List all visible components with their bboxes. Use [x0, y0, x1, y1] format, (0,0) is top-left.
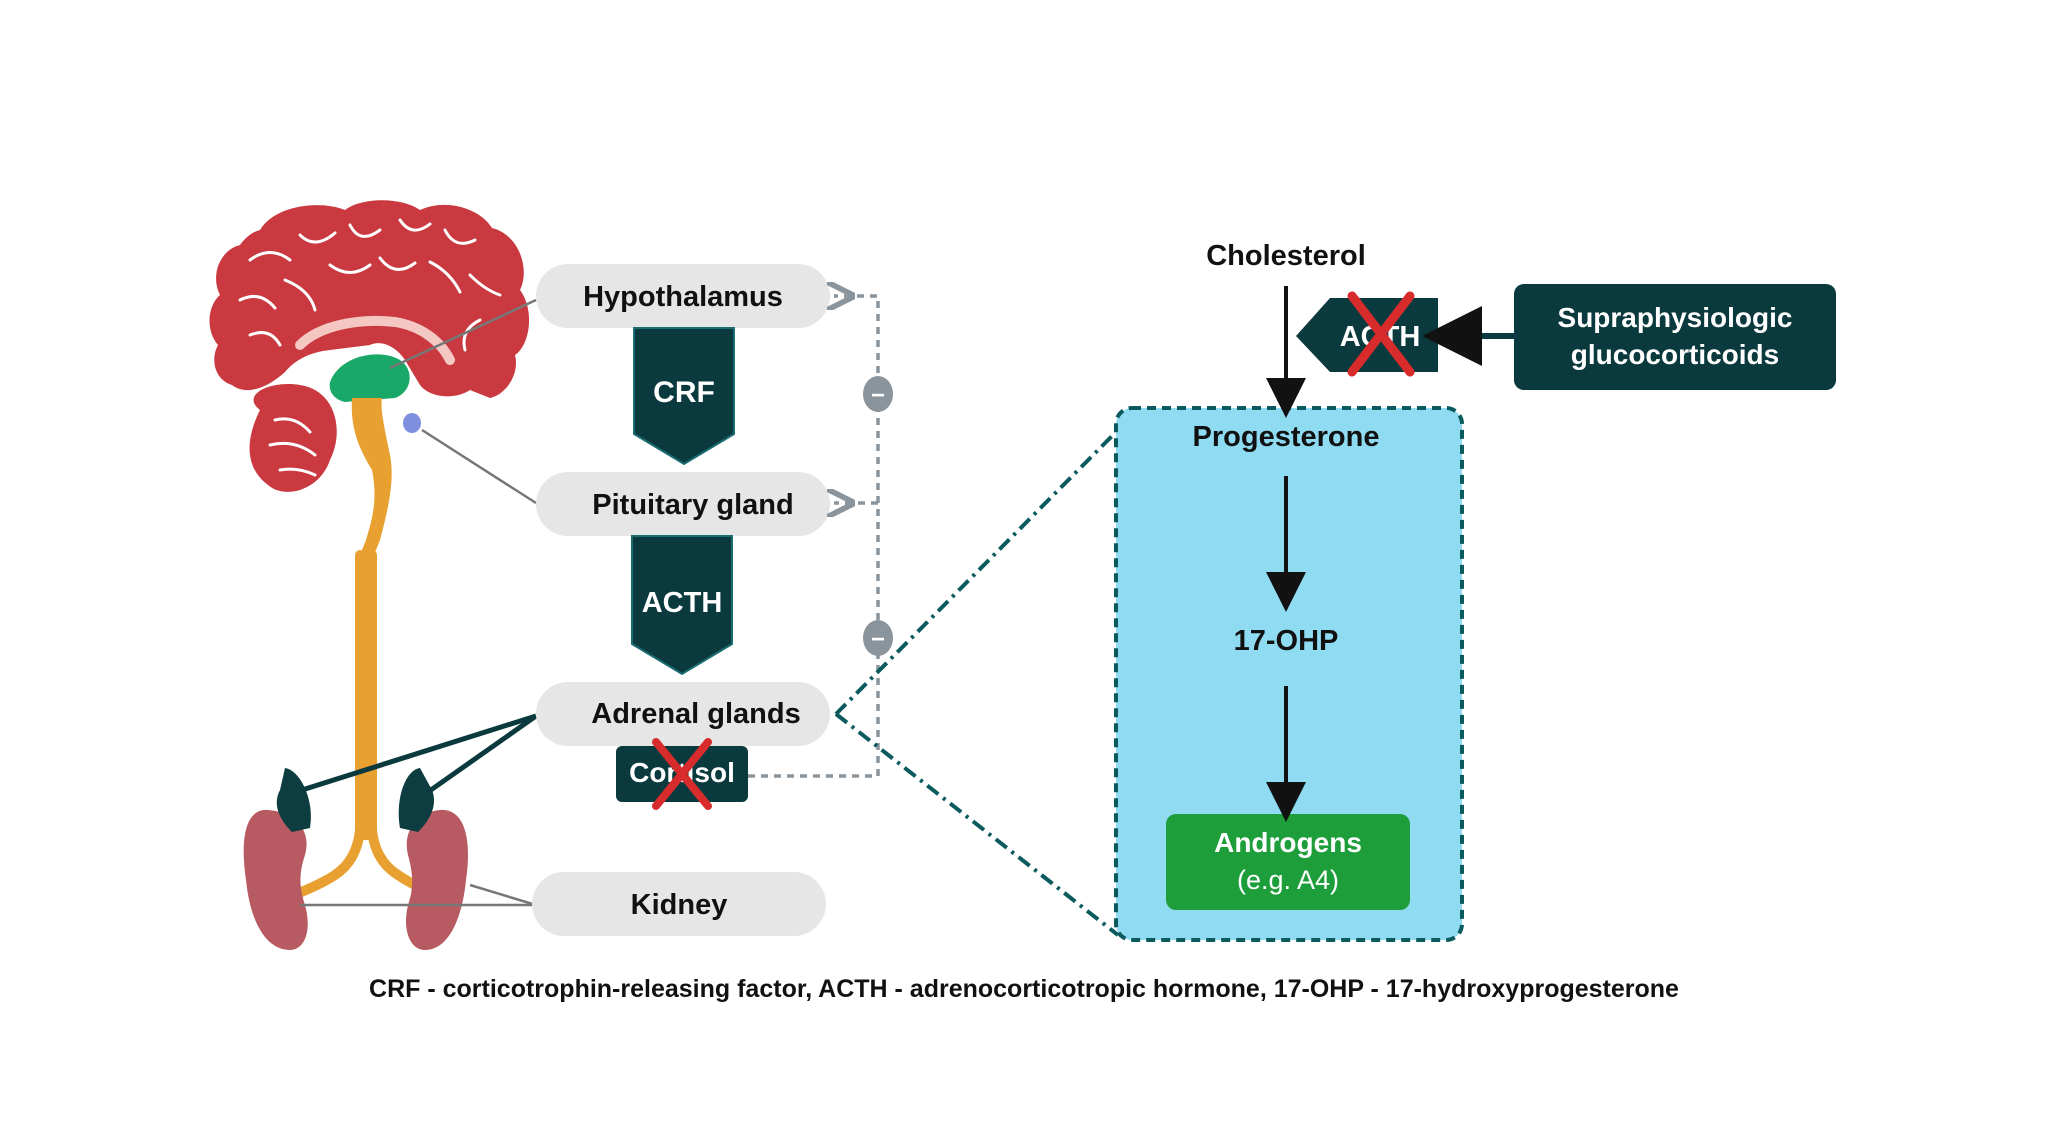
adrenal-pointer-lines [301, 713, 538, 795]
feedback-minus-icon: − [871, 382, 885, 409]
crf-arrow-block: CRF [633, 327, 735, 466]
kidney-label: Kidney [631, 889, 728, 921]
pituitary-label-box: Pituitary gland [536, 472, 830, 536]
feedback-minus-icon: − [871, 626, 885, 653]
androgens-example-label: (e.g. A4) [1237, 865, 1339, 895]
right-kidney [405, 809, 469, 950]
adrenal-label: Adrenal glands [591, 698, 801, 730]
cholesterol-label: Cholesterol [1206, 240, 1366, 272]
crf-label: CRF [653, 376, 715, 409]
hypothalamus-region [329, 354, 410, 402]
brain-illustration [209, 200, 530, 900]
acth-arrow-block: ACTH [631, 535, 733, 676]
negative-feedback-loop [748, 296, 880, 778]
glucocorticoids-box: Supraphysiologic glucocorticoids [1514, 284, 1836, 390]
pituitary-dot [403, 413, 421, 433]
right-adrenal [398, 768, 435, 832]
cerebellum [249, 384, 337, 492]
ohp-label: 17-OHP [1234, 625, 1339, 657]
acth-label: ACTH [642, 587, 723, 619]
zoom-lines [834, 430, 1120, 937]
pointer-lines [300, 298, 537, 907]
brain-cortex [209, 200, 530, 398]
androgens-label: Androgens [1214, 827, 1362, 858]
acth-inhibited-tag: ACTH [1296, 291, 1438, 377]
left-kidney [243, 809, 308, 950]
glucocorticoids-label-line2: glucocorticoids [1571, 339, 1779, 370]
kidneys-illustration [243, 768, 469, 950]
left-adrenal [276, 768, 311, 832]
feedback-inhibition-upper: − [863, 376, 893, 412]
hypothalamus-label: Hypothalamus [583, 281, 783, 313]
adrenal-label-box: Adrenal glands [536, 682, 830, 746]
abbreviations-caption: CRF - corticotrophin-releasing factor, A… [369, 975, 1679, 1003]
progesterone-label: Progesterone [1193, 421, 1380, 453]
feedback-inhibition-lower: − [863, 620, 893, 656]
corpus-callosum [295, 315, 455, 365]
kidney-label-box: Kidney [532, 872, 826, 936]
pituitary-label: Pituitary gland [592, 489, 793, 521]
cortisol-cross-icon [652, 738, 712, 810]
acth-cross-icon [1347, 291, 1415, 377]
cortisol-box: Cortisol [616, 738, 748, 810]
cascade-panel: Progesterone 17-OHP Androgens (e.g. A4) [1114, 406, 1464, 942]
brainstem [351, 398, 392, 560]
androgens-box: Androgens (e.g. A4) [1166, 814, 1410, 910]
glucocorticoids-label-line1: Supraphysiologic [1558, 302, 1793, 333]
hypothalamus-label-box: Hypothalamus [536, 264, 830, 328]
